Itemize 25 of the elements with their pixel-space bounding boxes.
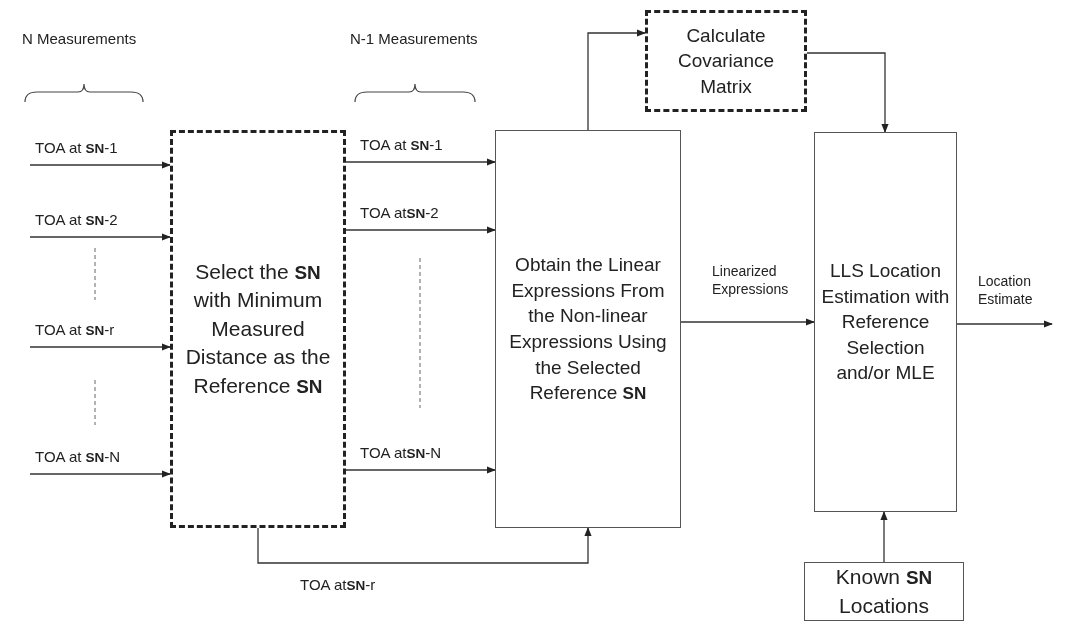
dashed-process-box — [645, 10, 807, 112]
arrow — [29, 343, 171, 351]
node-text: LLS Location Estimation with Reference Selection and/or MLE — [820, 258, 951, 386]
arrow — [956, 320, 1053, 328]
arrow — [680, 318, 815, 326]
dashed-process-box — [170, 130, 346, 528]
process-box — [814, 132, 957, 512]
node-text: Known SN Locations — [834, 564, 934, 619]
arrow — [345, 226, 496, 234]
arrow — [345, 158, 496, 166]
arrow — [257, 527, 592, 564]
arrow — [29, 161, 171, 169]
process-box — [804, 562, 964, 621]
arrow — [29, 233, 171, 241]
arrow — [345, 466, 496, 474]
node-text: Obtain the Linear Expressions From the Non-linear Expressions Using the Selected Reference SN — [508, 253, 668, 406]
group-label: N-1 Measurements — [350, 30, 478, 47]
node-text: Calculate Covariance Matrix — [676, 23, 776, 99]
arrow — [587, 29, 646, 131]
arrow — [29, 470, 171, 478]
arrow — [806, 52, 889, 133]
group-label: N Measurements — [22, 30, 137, 47]
arrow — [880, 511, 888, 563]
node-text: Select the SN with Minimum Measured Distance as the Reference SN — [184, 259, 332, 399]
process-box — [495, 130, 681, 528]
